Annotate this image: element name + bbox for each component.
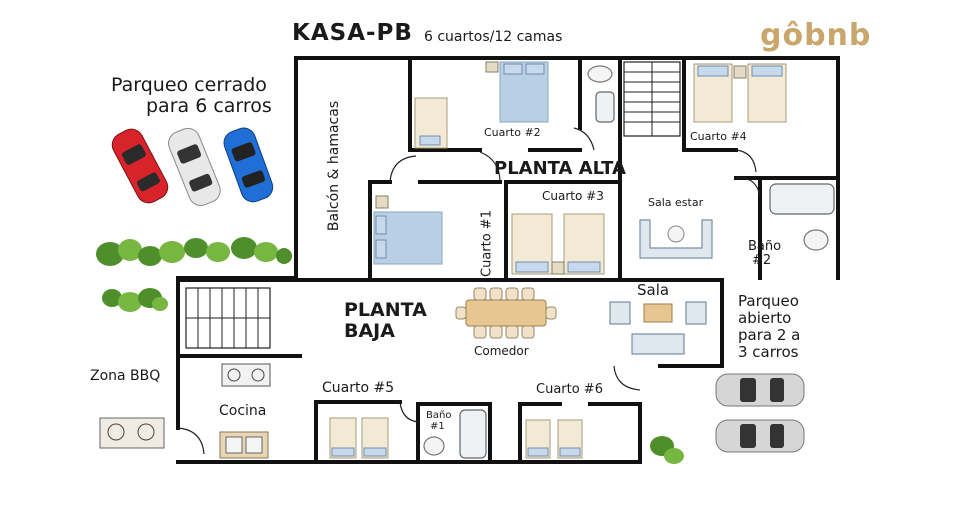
hedge-icon [650, 436, 684, 464]
balcony-label: Balcón & hamacas [326, 100, 342, 232]
living-label: Sala [637, 281, 670, 299]
kitchen-label: Cocina [219, 403, 267, 419]
bbq-grill-icon [99, 417, 165, 449]
dining-label: Comedor [474, 344, 529, 358]
bath1-fixtures [423, 409, 487, 459]
open-parking-label: 3 carros [738, 343, 799, 361]
room4-label: Cuarto #4 [690, 130, 747, 143]
ground-floor-label: PLANTA [344, 299, 427, 321]
upper-living-furniture [639, 219, 713, 259]
open-parking-label: para 2 a [738, 326, 801, 344]
room1-furniture [373, 195, 443, 265]
closed-parking-label: para 6 carros [146, 95, 272, 117]
brand-logo: gôbnb [760, 18, 872, 53]
bath1-label: #1 [430, 421, 445, 432]
stairs-icon [623, 61, 681, 137]
living-furniture [609, 301, 707, 355]
room5-furniture [329, 417, 389, 459]
open-parking-label: abierto [738, 309, 792, 327]
white-car-icon [168, 127, 221, 206]
bath1-label: Baño [426, 410, 452, 421]
room4-furniture [693, 63, 787, 123]
gray-car-icon [715, 419, 805, 453]
stairs-icon [185, 287, 271, 349]
ground-floor-label: BAJA [344, 320, 395, 342]
room3-furniture [511, 213, 605, 275]
red-car-icon [111, 128, 169, 204]
dining-furniture [455, 287, 557, 339]
plan-title: KASA-PB [292, 20, 413, 46]
upper-living-label: Sala estar [648, 196, 704, 209]
bbq-label: Zona BBQ [90, 368, 161, 384]
kitchen-fixtures [219, 363, 271, 459]
ground-floor-walls [176, 278, 724, 464]
plan-subtitle: 6 cuartos/12 camas [424, 29, 563, 45]
doors [177, 127, 761, 455]
room1-label: Cuarto #1 [479, 210, 495, 277]
closed-parking-label: Parqueo cerrado [111, 74, 267, 96]
bath2-fixtures [769, 183, 835, 251]
bath2-label: #2 [752, 253, 772, 268]
room3-label: Cuarto #3 [542, 189, 604, 203]
upper-floor-walls [176, 56, 840, 280]
gray-car-icon [715, 373, 805, 407]
room2-label: Cuarto #2 [484, 126, 541, 139]
bath2-label: Baño [748, 239, 782, 254]
room6-furniture [525, 419, 583, 459]
room6-label: Cuarto #6 [536, 382, 603, 397]
room2-furniture [414, 61, 549, 149]
upper-bath-fixtures [587, 65, 615, 123]
hedge-icon [96, 237, 292, 266]
room5-label: Cuarto #5 [322, 380, 395, 396]
hedge-icon [102, 288, 168, 312]
upper-floor-label: PLANTA ALTA [494, 158, 626, 179]
blue-car-icon [223, 127, 274, 203]
open-parking-label: Parqueo [738, 292, 799, 310]
